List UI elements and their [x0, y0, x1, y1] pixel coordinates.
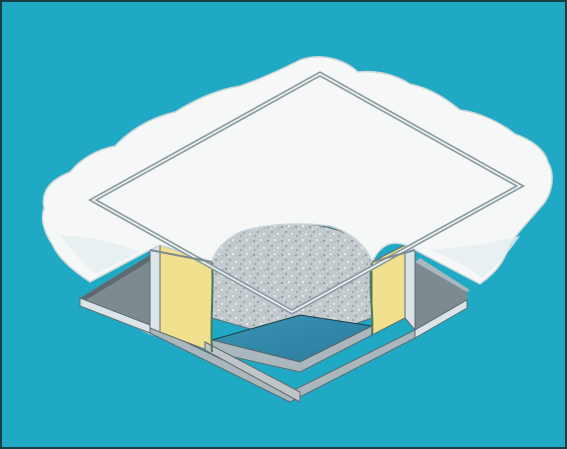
right-steel-wall [405, 245, 415, 330]
left-seam [211, 262, 212, 352]
left-steel-wall [150, 245, 160, 332]
